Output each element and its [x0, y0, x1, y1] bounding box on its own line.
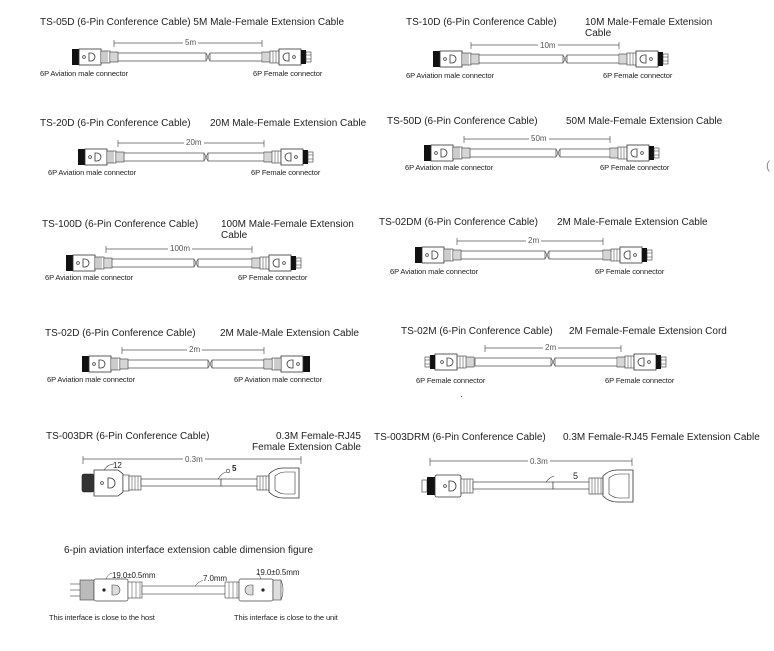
callout-5: 5	[573, 471, 578, 481]
dimension-figure-title: 6-pin aviation interface extension cable…	[64, 545, 314, 556]
left-connector-label: 6P Aviation male connector	[47, 375, 136, 384]
cable-drawing	[414, 238, 653, 264]
dimension-drawing-right	[224, 572, 284, 602]
diagram-title: TS-05D (6-Pin Conference Cable) 5M Male-…	[40, 17, 345, 28]
right-connector-label: 6P Female connector	[238, 273, 308, 282]
diagram-description: 2M Female-Female Extension Cord	[569, 326, 727, 337]
cable-drawing	[77, 140, 314, 166]
diagram-description: 0.3M Female-RJ45 Female Extension Cable	[563, 432, 760, 443]
cable-drawing	[81, 347, 311, 373]
diagram-description: 0.3M Female-RJ45 Female Extension Cable	[252, 431, 361, 453]
diagram-description: 2M Male-Female Extension Cable	[557, 217, 708, 228]
length-dimension: 20m	[184, 138, 204, 147]
length-dimension: 2m	[187, 345, 203, 354]
diagram-description: 50M Male-Female Extension Cable	[566, 116, 723, 127]
left-connector-label: 6P Aviation male connector	[40, 69, 129, 78]
diagram-title: TS-10D (6-Pin Conference Cable)	[406, 17, 557, 28]
right-connector-label: 6P Female connector	[251, 168, 321, 177]
left-connector-label: 6P Aviation male connector	[405, 163, 494, 172]
diagram-title: TS-50D (6-Pin Conference Cable)	[387, 116, 538, 127]
stray-dot	[461, 396, 462, 397]
right-connector-label: 6P Female connector	[595, 267, 665, 276]
dimension-drawing	[70, 572, 253, 602]
right-connector-label: 6P Female connector	[600, 163, 670, 172]
cable-drawing	[81, 456, 302, 499]
length-dimension: 2m	[526, 236, 542, 245]
diagram-description: 10M Male-Female Extension Cable	[585, 17, 713, 39]
length-dimension: 0.3m	[528, 457, 550, 466]
left-plug-dimension: 19.0±0.5mm	[112, 571, 156, 580]
left-connector-label: 6P Aviation male connector	[390, 267, 479, 276]
edge-bracket-glyph: (	[766, 158, 770, 172]
right-interface-note: This interface is close to the unit	[234, 613, 338, 622]
right-connector-label: 6P Female connector	[603, 71, 673, 80]
right-connector-label: 6P Female connector	[605, 376, 675, 385]
left-connector-label: 6P Aviation male connector	[45, 273, 134, 282]
cable-diameter-dimension: 7.0mm	[203, 574, 227, 583]
diagram-title: TS-20D (6-Pin Conference Cable)	[40, 118, 191, 129]
cable-drawing	[71, 40, 312, 66]
cable-drawing	[432, 42, 669, 68]
length-dimension: 10m	[538, 41, 558, 50]
left-interface-note: This interface is close to the host	[49, 613, 155, 622]
diagram-description: 100M Male-Female Extension Cable	[221, 219, 354, 241]
callout-pin-12: 12	[113, 461, 122, 470]
left-connector-label: 6P Aviation male connector	[48, 168, 137, 177]
length-dimension: 100m	[168, 244, 193, 253]
right-connector-label: 6P Aviation male connector	[234, 375, 323, 384]
right-plug-dimension: 19.0±0.5mm	[256, 568, 300, 577]
right-connector-label: 6P Female connector	[253, 69, 323, 78]
cable-drawing	[421, 458, 634, 503]
diagram-title: TS-02DM (6-Pin Conference Cable)	[379, 217, 538, 228]
cable-drawing	[423, 136, 660, 162]
cable-drawing	[65, 246, 302, 272]
diagram-title: TS-02D (6-Pin Conference Cable)	[45, 328, 196, 339]
length-dimension: 50m	[529, 134, 549, 143]
diagram-title: TS-003DRM (6-Pin Conference Cable)	[374, 432, 546, 443]
diagram-title: TS-100D (6-Pin Conference Cable)	[42, 219, 199, 230]
callout-5: 5	[232, 464, 237, 473]
length-dimension: 5m	[183, 38, 199, 47]
diagram-description: 20M Male-Female Extension Cable	[210, 118, 367, 129]
diagram-title: TS-02M (6-Pin Conference Cable)	[401, 326, 553, 337]
diagram-description: 2M Male-Male Extension Cable	[220, 328, 359, 339]
diagram-title: TS-003DR (6-Pin Conference Cable)	[46, 431, 210, 442]
left-connector-label: 6P Female connector	[416, 376, 486, 385]
length-dimension: 2m	[543, 343, 559, 352]
length-dimension: 0.3m	[183, 455, 205, 464]
left-connector-label: 6P Aviation male connector	[406, 71, 495, 80]
